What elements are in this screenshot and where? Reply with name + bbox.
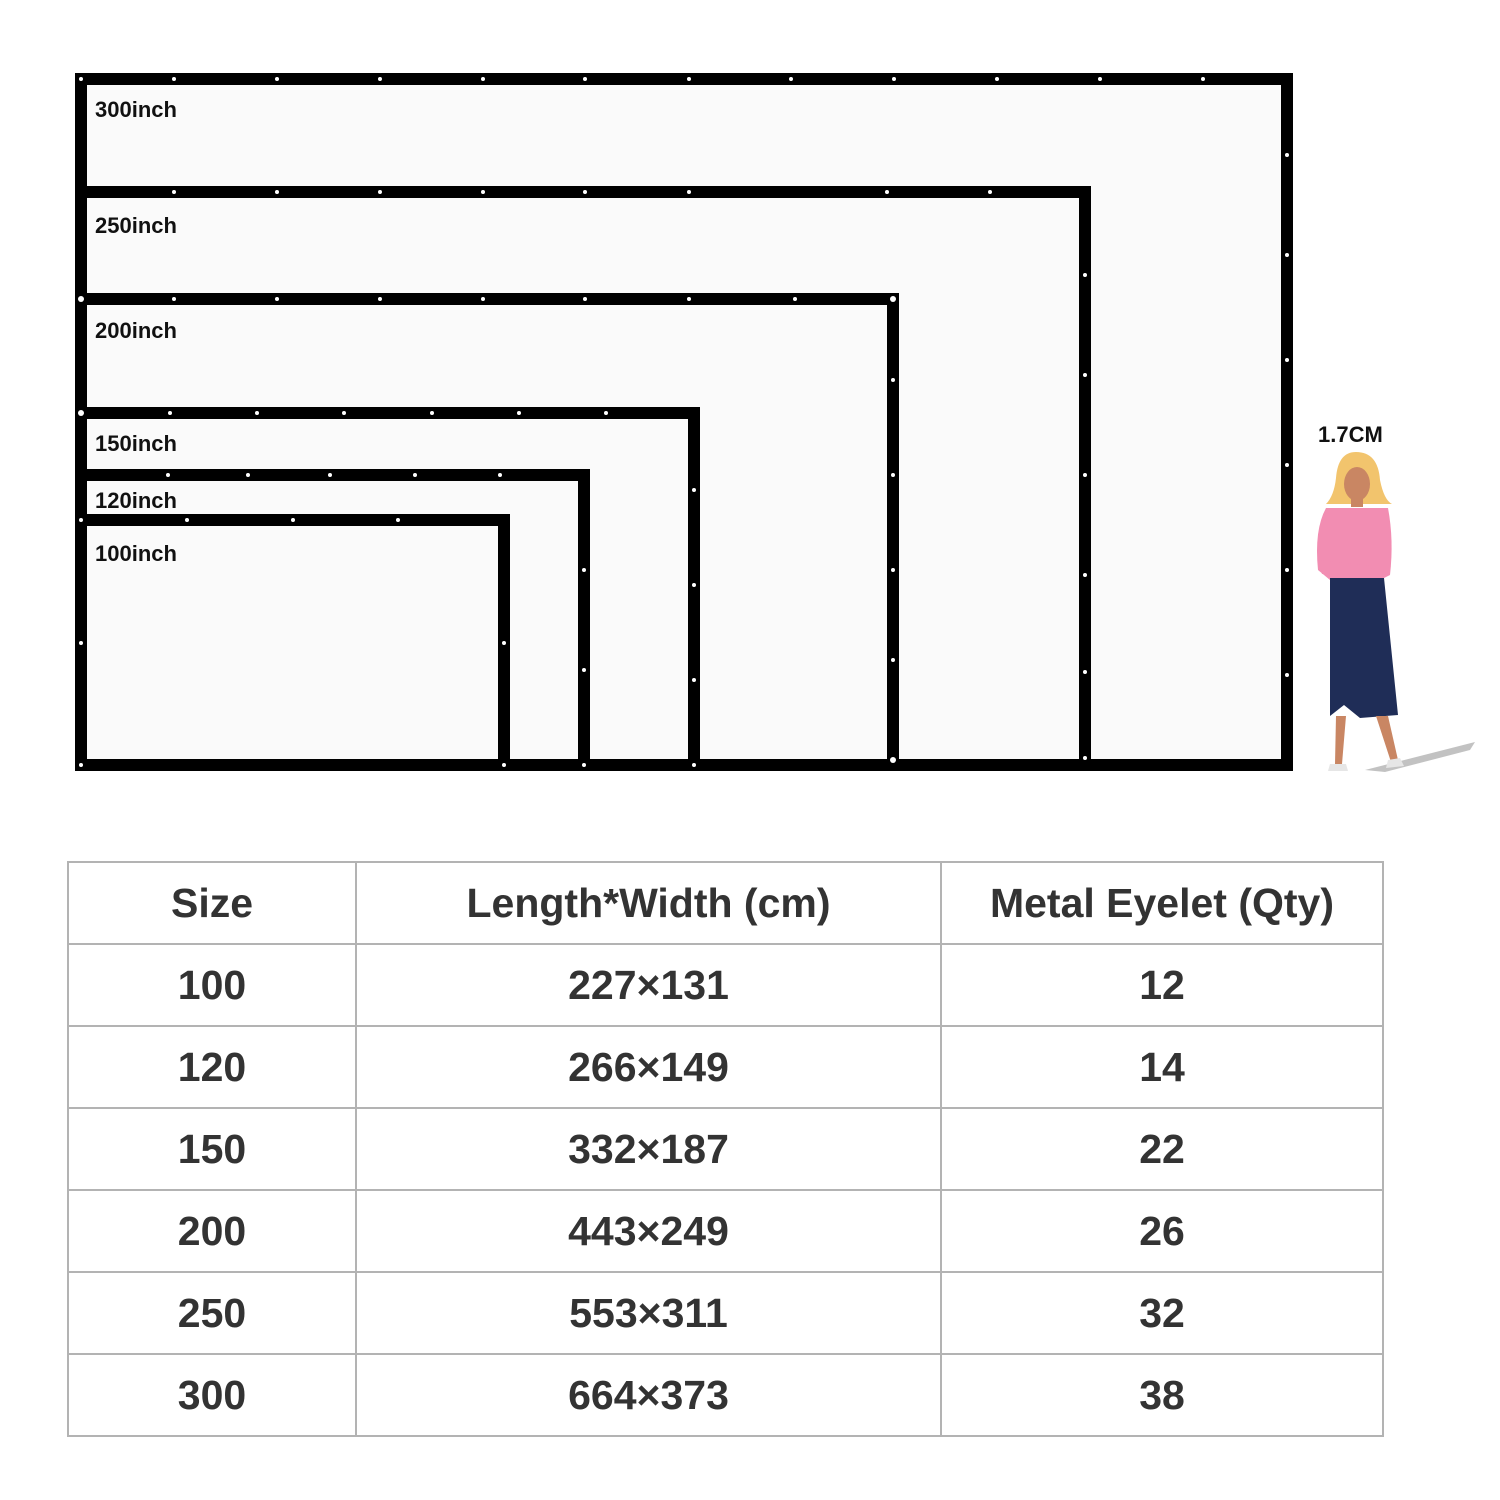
table-row: 150 332×187 22 [67,1107,1384,1191]
header-dimensions: Length*Width (cm) [355,861,942,945]
left-leg-icon [1335,716,1346,764]
cell-size: 300 [67,1353,357,1437]
cell-size: 120 [67,1025,357,1109]
cell-eyelets: 14 [940,1025,1384,1109]
screen-label-100: 100inch [95,541,177,566]
table-row: 300 664×373 38 [67,1353,1384,1437]
right-leg-icon [1376,716,1398,762]
screen-label-300: 300inch [95,97,177,122]
face-icon [1344,467,1370,501]
left-shoe-icon [1328,764,1348,771]
cell-eyelets: 12 [940,943,1384,1027]
header-eyelets: Metal Eyelet (Qty) [940,861,1384,945]
size-spec-table: Size Length*Width (cm) Metal Eyelet (Qty… [67,861,1384,1437]
cell-eyelets: 26 [940,1189,1384,1273]
arm-icon [1318,560,1372,578]
cell-dimensions: 664×373 [355,1353,942,1437]
cell-size: 150 [67,1107,357,1191]
screen-100: 100inch [75,514,510,771]
table-row: 250 553×311 32 [67,1271,1384,1355]
skirt-icon [1330,578,1398,718]
cell-size: 100 [67,943,357,1027]
cell-dimensions: 332×187 [355,1107,942,1191]
right-shoe-icon [1386,758,1404,768]
table-header-row: Size Length*Width (cm) Metal Eyelet (Qty… [67,861,1384,945]
neck-icon [1351,497,1363,507]
screen-label-120: 120inch [95,488,177,513]
table-row: 100 227×131 12 [67,943,1384,1027]
screen-label-150: 150inch [95,431,177,456]
person-height-label: 1.7CM [1318,422,1383,447]
eyelets [78,77,1289,767]
cell-dimensions: 227×131 [355,943,942,1027]
cell-dimensions: 443×249 [355,1189,942,1273]
cell-dimensions: 266×149 [355,1025,942,1109]
screen-label-250: 250inch [95,213,177,238]
cell-dimensions: 553×311 [355,1271,942,1355]
table-row: 200 443×249 26 [67,1189,1384,1273]
screen-label-200: 200inch [95,318,177,343]
cell-eyelets: 38 [940,1353,1384,1437]
header-size: Size [67,861,357,945]
screen-size-diagram: 300inch 250inch 200inch 150inch 120inch … [75,73,1475,772]
cell-size: 250 [67,1271,357,1355]
cell-eyelets: 22 [940,1107,1384,1191]
screen-frame-100 [75,514,510,771]
cell-eyelets: 32 [940,1271,1384,1355]
cell-size: 200 [67,1189,357,1273]
table-row: 120 266×149 14 [67,1025,1384,1109]
floor-shadow-icon [1365,742,1475,772]
person-illustration: 1.7CM [1317,422,1475,772]
